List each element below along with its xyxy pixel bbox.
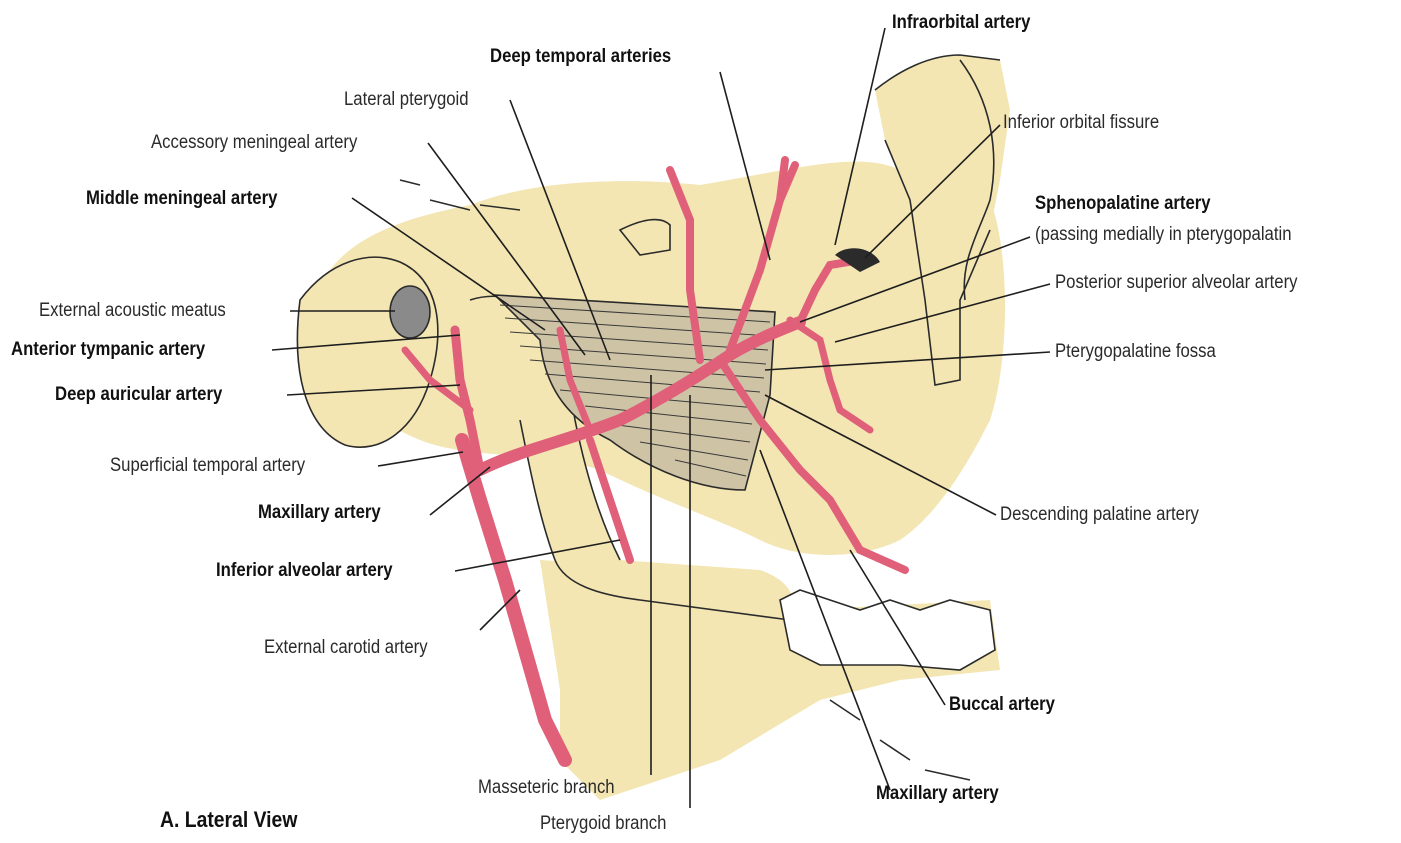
label-inferior-orbital-fissure: Inferior orbital fissure [1003, 112, 1159, 134]
label-external-carotid-artery: External carotid artery [264, 637, 428, 659]
label-inferior-alveolar-artery: Inferior alveolar artery [216, 560, 393, 582]
label-masseteric-branch: Masseteric branch [478, 777, 615, 799]
label-external-acoustic-meatus: External acoustic meatus [39, 300, 226, 322]
label-anterior-tympanic-artery: Anterior tympanic artery [11, 339, 205, 361]
label-pterygopalatine-fossa: Pterygopalatine fossa [1055, 341, 1216, 363]
label-sphenopalatine-artery: Sphenopalatine artery [1035, 193, 1211, 215]
label-maxillary-artery-bottom: Maxillary artery [876, 783, 999, 805]
view-caption: A. Lateral View [160, 809, 297, 831]
label-descending-palatine-artery: Descending palatine artery [1000, 504, 1199, 526]
label-lateral-pterygoid: Lateral pterygoid [344, 89, 469, 111]
label-maxillary-artery-left: Maxillary artery [258, 502, 381, 524]
label-accessory-meningeal-artery: Accessory meningeal artery [151, 132, 357, 154]
label-superficial-temporal-artery: Superficial temporal artery [110, 455, 305, 477]
label-infraorbital-artery: Infraorbital artery [892, 12, 1030, 34]
label-buccal-artery: Buccal artery [949, 694, 1055, 716]
label-pterygoid-branch: Pterygoid branch [540, 813, 666, 835]
label-posterior-superior-alveolar-artery: Posterior superior alveolar artery [1055, 272, 1298, 294]
label-deep-auricular-artery: Deep auricular artery [55, 384, 222, 406]
label-deep-temporal-arteries: Deep temporal arteries [490, 46, 671, 68]
label-sphenopalatine-note: (passing medially in pterygopalatin [1035, 224, 1292, 246]
label-middle-meningeal-artery: Middle meningeal artery [86, 188, 277, 210]
